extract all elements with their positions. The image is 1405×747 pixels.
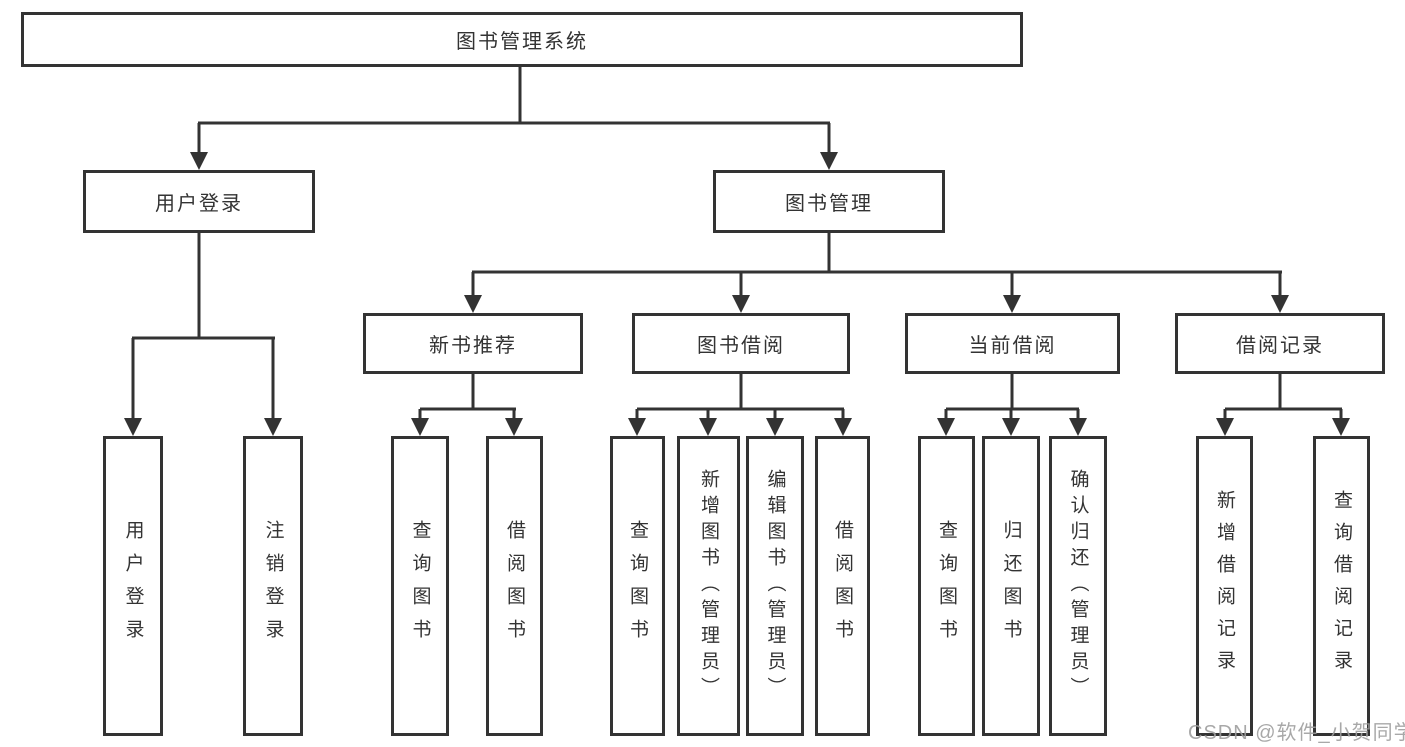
arrow-down-icon (732, 295, 750, 313)
node-borrow-records: 借阅记录 (1175, 313, 1385, 374)
node-label: 图书管理 (785, 193, 873, 215)
leaf-edit-books-admin: 编辑图书（管理员） (746, 436, 804, 736)
arrow-down-icon (124, 418, 142, 436)
node-current-borrow: 当前借阅 (905, 313, 1120, 374)
arrow-down-icon (1332, 418, 1350, 436)
leaf-label: 查询图书 (627, 520, 648, 652)
node-label: 当前借阅 (968, 335, 1057, 357)
leaf-add-books-admin: 新增图书（管理员） (677, 436, 740, 736)
leaf-label: 用户登录 (122, 520, 144, 652)
leaf-query-books-current: 查询图书 (918, 436, 975, 736)
leaf-label: 归还图书 (1000, 520, 1022, 652)
leaf-query-books-borrow: 查询图书 (610, 436, 665, 736)
leaf-query-borrow-record: 查询借阅记录 (1313, 436, 1370, 736)
leaf-query-books-recommend: 查询图书 (391, 436, 449, 736)
node-book-management: 图书管理 (713, 170, 945, 233)
leaf-borrow-books: 借阅图书 (815, 436, 870, 736)
node-label: 图书管理系统 (456, 31, 588, 53)
leaf-label: 查询图书 (409, 520, 431, 652)
node-book-borrow: 图书借阅 (632, 313, 850, 374)
leaf-return-books: 归还图书 (982, 436, 1040, 736)
node-label: 图书借阅 (697, 335, 785, 357)
leaf-label: 查询借阅记录 (1331, 490, 1352, 682)
leaf-confirm-return-admin: 确认归还（管理员） (1049, 436, 1107, 736)
arrow-down-icon (834, 418, 852, 436)
leaf-label: 查询图书 (936, 520, 957, 652)
arrow-down-icon (628, 418, 646, 436)
arrow-down-icon (190, 152, 208, 170)
node-user-login: 用户登录 (83, 170, 315, 233)
leaf-label: 确认归还（管理员） (1067, 469, 1089, 703)
node-label: 新书推荐 (429, 335, 517, 357)
leaf-label: 编辑图书（管理员） (764, 469, 786, 703)
arrow-down-icon (766, 418, 784, 436)
connector-lines (131, 67, 1343, 419)
leaf-label: 新增借阅记录 (1214, 490, 1235, 682)
arrow-down-icon (820, 152, 838, 170)
arrow-down-icon (1002, 418, 1020, 436)
arrow-down-icon (411, 418, 429, 436)
leaf-add-borrow-record: 新增借阅记录 (1196, 436, 1253, 736)
arrow-down-icon (505, 418, 523, 436)
leaf-label: 借阅图书 (832, 520, 853, 652)
arrow-down-icon (699, 418, 717, 436)
leaf-logout: 注销登录 (243, 436, 303, 736)
leaf-label: 注销登录 (262, 520, 284, 652)
arrowheads (124, 152, 1350, 436)
csdn-watermark: CSDN @软件_小贺同学 (1188, 722, 1405, 744)
arrow-down-icon (1003, 295, 1021, 313)
arrow-down-icon (1271, 295, 1289, 313)
arrow-down-icon (1216, 418, 1234, 436)
leaf-label: 借阅图书 (504, 520, 525, 652)
node-new-book-recommend: 新书推荐 (363, 313, 583, 374)
arrow-down-icon (937, 418, 955, 436)
leaf-borrow-books-recommend: 借阅图书 (486, 436, 543, 736)
node-label: 用户登录 (155, 193, 243, 215)
arrow-down-icon (1069, 418, 1087, 436)
arrow-down-icon (264, 418, 282, 436)
leaf-user-login: 用户登录 (103, 436, 163, 736)
node-library-management-system: 图书管理系统 (21, 12, 1023, 67)
arrow-down-icon (464, 295, 482, 313)
node-label: 借阅记录 (1236, 335, 1324, 357)
leaf-label: 新增图书（管理员） (698, 469, 719, 703)
